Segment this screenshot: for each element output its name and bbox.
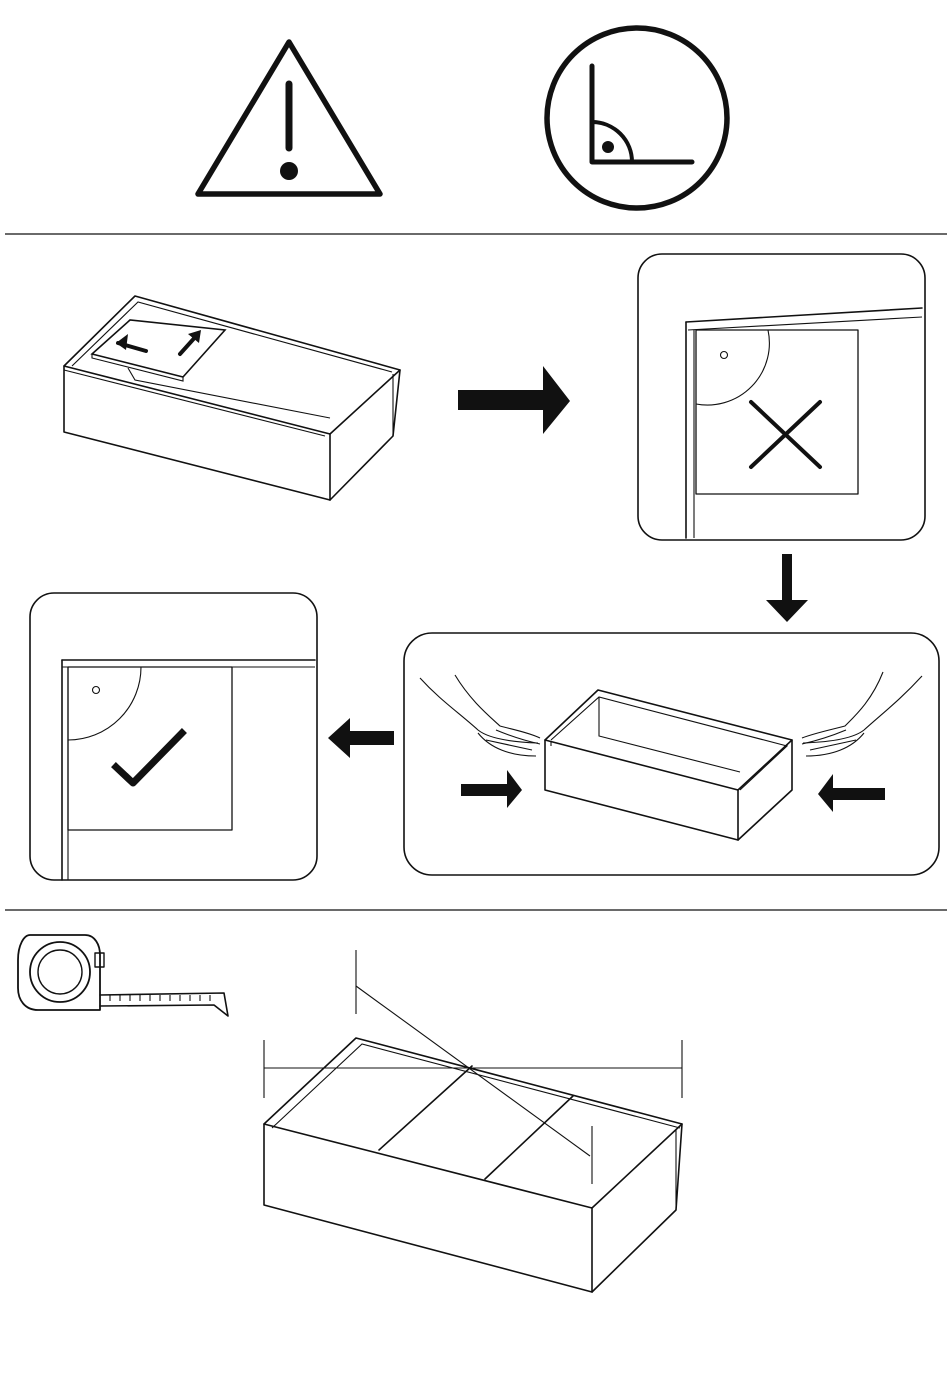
arrow-left-icon (328, 718, 394, 758)
step-correct-corner (30, 593, 317, 880)
tape-measure-icon (18, 935, 228, 1016)
closed-drawer-box (264, 1038, 682, 1292)
cross-icon (751, 402, 820, 467)
step-wrong-corner (638, 254, 925, 540)
warning-triangle-icon (198, 42, 380, 194)
drawer-open-box (64, 296, 400, 500)
detail-frame (30, 593, 317, 880)
step-press-sides (404, 633, 939, 875)
drawer-box (545, 690, 792, 840)
diagonal-lines (264, 950, 682, 1184)
arrow-right-icon (458, 366, 570, 434)
bottom-panel (92, 320, 225, 381)
checkmark-icon (116, 733, 182, 783)
detail-frame (638, 254, 925, 540)
step-push-panel (64, 296, 400, 500)
step-measure-diagonals (264, 950, 682, 1292)
arrow-right-push-icon (461, 770, 522, 808)
hands-icon (420, 672, 922, 756)
arrow-left-push-icon (818, 774, 885, 812)
arrow-down-icon (766, 554, 808, 622)
right-angle-check-icon (547, 28, 727, 208)
